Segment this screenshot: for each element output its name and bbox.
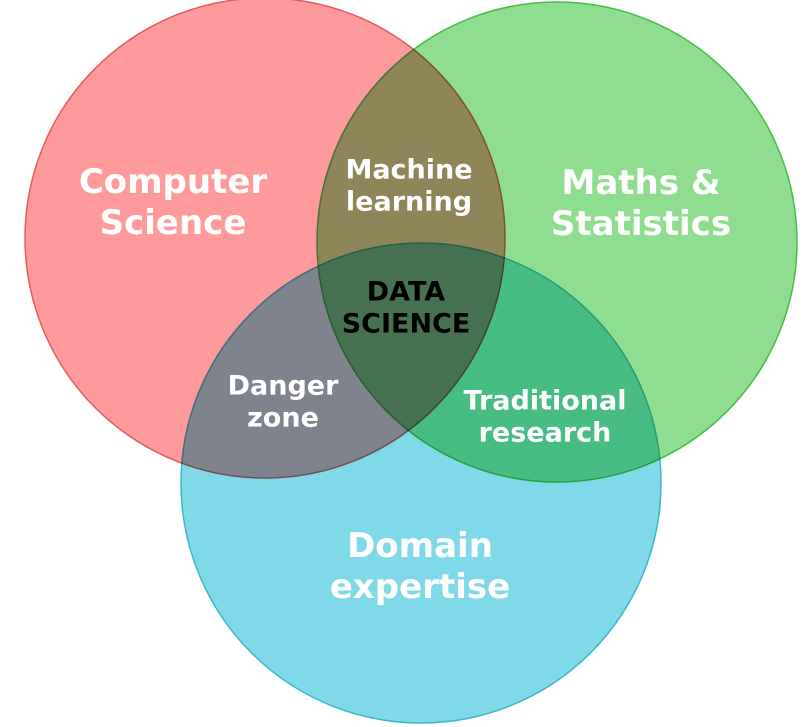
traditional-research-label: Traditional research <box>464 386 627 451</box>
domain-expertise-circle <box>180 242 662 724</box>
traditional-research-line-2: research <box>478 418 612 449</box>
computer-science-line-2: Science <box>99 203 247 243</box>
maths-statistics-line-2: Statistics <box>550 204 732 244</box>
maths-statistics-line-1: Maths & <box>561 163 721 204</box>
maths-statistics-label: Maths & Statistics <box>551 163 731 245</box>
domain-expertise-label: Domain expertise <box>330 526 510 608</box>
danger-zone-line-1: Danger <box>227 370 339 402</box>
domain-expertise-line-2: expertise <box>329 567 511 607</box>
domain-expertise-line-1: Domain <box>347 526 493 567</box>
data-science-label: DATA SCIENCE <box>342 277 471 342</box>
computer-science-label: Computer Science <box>79 162 267 244</box>
data-science-line-2: SCIENCE <box>341 309 471 340</box>
computer-science-line-1: Computer <box>78 162 268 203</box>
data-science-line-1: DATA <box>366 276 446 308</box>
traditional-research-line-1: Traditional <box>463 385 627 417</box>
machine-learning-line-2: learning <box>345 187 473 218</box>
machine-learning-line-1: Machine <box>345 154 473 186</box>
machine-learning-label: Machine learning <box>345 155 472 220</box>
danger-zone-line-2: zone <box>247 403 319 434</box>
danger-zone-label: Danger zone <box>228 371 339 436</box>
